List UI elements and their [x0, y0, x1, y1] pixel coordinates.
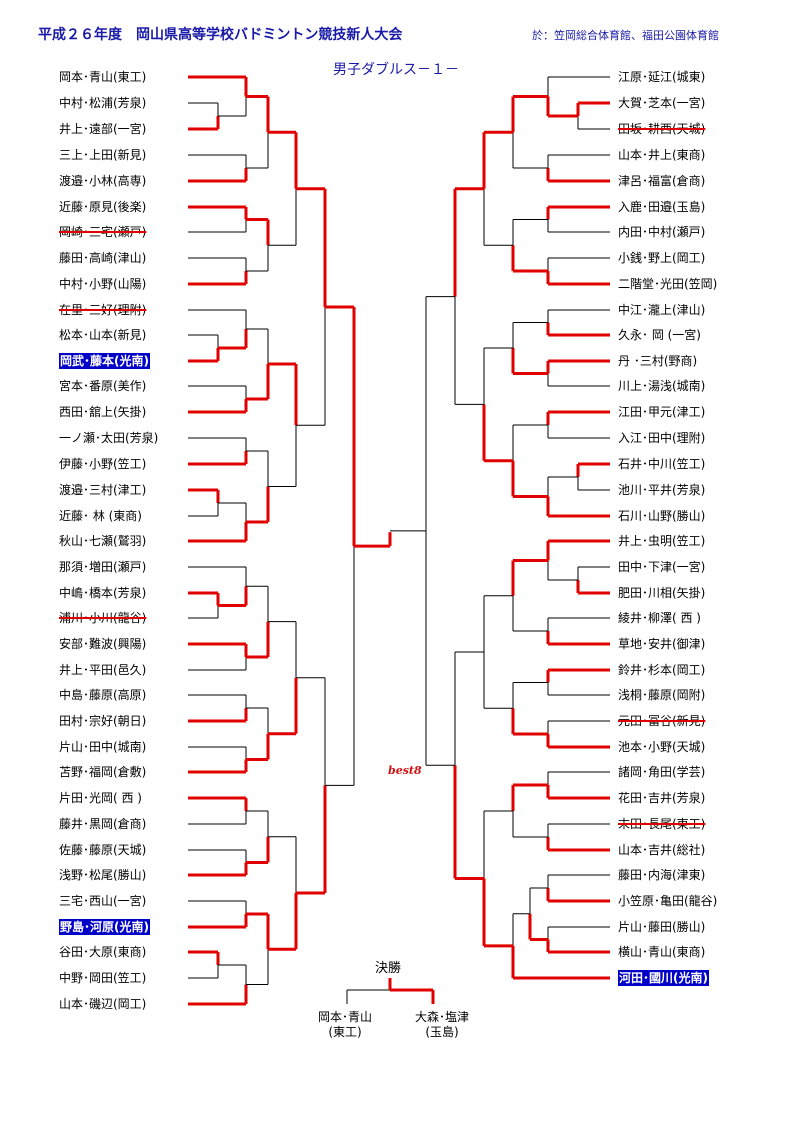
left-entry: 在里･三好(理附)	[59, 303, 147, 317]
right-entry: 元田･冨谷(新見)	[618, 714, 706, 728]
left-entry: 野島･河原(光南)	[59, 919, 150, 935]
left-entry: 岡本･青山(東工)	[59, 70, 147, 84]
right-entry: 藤田･内海(津東)	[618, 868, 706, 882]
right-entry: 小銭･野上(岡工)	[618, 251, 706, 265]
left-entry: 井上･遠部(一宮)	[59, 122, 147, 136]
left-entry: 松本･山本(新見)	[59, 328, 147, 342]
right-entry: 肥田･川相(矢掛)	[618, 586, 706, 600]
right-entry: 諸岡･角田(学芸)	[618, 765, 706, 779]
right-entry: 田中･下津(一宮)	[618, 560, 706, 574]
left-entry: 岡武･藤本(光南)	[59, 353, 150, 369]
venue-label: 於：笠岡総合体育館、福田公園体育館	[532, 29, 719, 42]
right-entry: 江田･甲元(津工)	[618, 405, 706, 419]
right-entry: 二階堂･光田(笠岡)	[618, 277, 718, 291]
left-entry: 中嶋･橋本(芳泉)	[59, 586, 147, 600]
right-entry: 花田･吉井(芳泉)	[618, 791, 706, 805]
left-entry: 藤井･黒岡(倉商)	[59, 817, 147, 831]
final-left-school: (東工)	[328, 1025, 362, 1039]
right-entry: 石井･中川(笠工)	[618, 457, 706, 471]
left-entry: 岡崎･三宅(瀬戸)	[59, 225, 147, 239]
right-entry: 丹 ･三村(野商)	[618, 354, 698, 368]
right-entry: 池川･平井(芳泉)	[618, 483, 706, 497]
left-entry: 山本･磯辺(岡工)	[59, 997, 147, 1011]
right-entry: 池本･小野(天城)	[618, 740, 706, 754]
right-entry: 横山･青山(東商)	[618, 945, 706, 959]
left-entry: 片山･田中(城南)	[59, 740, 147, 754]
left-entry: 安部･難波(興陽)	[59, 637, 147, 651]
right-entry: 末田･長尾(東工)	[618, 817, 706, 831]
right-entry: 大賀･芝本(一宮)	[618, 96, 706, 110]
left-entry: 井上･平田(邑久)	[59, 663, 147, 677]
left-entry: 谷田･大原(東商)	[59, 945, 147, 959]
right-entry: 石川･山野(勝山)	[618, 509, 706, 523]
left-entry: 渡邉･三村(津工)	[59, 483, 147, 497]
right-entry: 中江･瀧上(津山)	[618, 303, 706, 317]
final-title: 決勝	[375, 961, 402, 976]
left-entry: 伊藤･小野(笠工)	[59, 457, 147, 471]
right-entry: 山本･吉井(総社)	[618, 843, 706, 857]
right-entry: 浅桐･藤原(岡附)	[618, 688, 706, 702]
left-entry: 中村･小野(山陽)	[59, 277, 147, 291]
right-entry: 井上･虫明(笠工)	[618, 534, 706, 548]
final-left-names: 岡本･青山	[317, 1010, 372, 1024]
left-entry: 渡邉･小林(高専)	[59, 174, 147, 188]
right-entry: 津呂･福富(倉商)	[618, 174, 706, 188]
final-right-pair: 大森･塩津 (玉島)	[402, 1010, 482, 1040]
left-entry: 近藤･原見(後楽)	[59, 200, 147, 214]
right-entry: 入鹿･田邉(玉島)	[618, 200, 706, 214]
left-entry: 中島･藤原(高原)	[59, 688, 147, 702]
right-entry: 片山･藤田(勝山)	[618, 920, 706, 934]
left-entry: 那須･増田(瀬戸)	[59, 560, 147, 574]
left-entry: 中野･岡田(笠工)	[59, 971, 147, 985]
final-right-names: 大森･塩津	[414, 1010, 469, 1024]
left-entry: 中村･松浦(芳泉)	[59, 96, 147, 110]
left-entry: 宮本･番原(美作)	[59, 379, 147, 393]
left-entry: 三宅･西山(一宮)	[59, 894, 147, 908]
right-entry: 山本･井上(東商)	[618, 148, 706, 162]
left-entry: 近藤･ 林 (東商)	[59, 509, 142, 523]
best8-label: best8	[388, 764, 422, 777]
right-entry: 河田･國川(光南)	[618, 970, 709, 986]
final-right-school: (玉島)	[425, 1025, 459, 1039]
left-entry: 藤田･高崎(津山)	[59, 251, 147, 265]
final-left-pair: 岡本･青山 (東工)	[305, 1010, 385, 1040]
right-entry: 久永･ 岡 (一宮)	[618, 328, 701, 342]
left-entry: 田村･宗好(朝日)	[59, 714, 147, 728]
left-entry: 片田･光岡( 西 )	[59, 791, 142, 805]
right-entry: 綾井･柳澤( 西 )	[618, 611, 701, 625]
left-entry: 三上･上田(新見)	[59, 148, 147, 162]
right-entry: 川上･湯浅(城南)	[618, 379, 706, 393]
right-entry: 入江･田中(理附)	[618, 431, 706, 445]
right-entry: 鈴井･杉本(岡工)	[618, 663, 706, 677]
left-entry: 浦川･小川(龍谷)	[59, 611, 147, 625]
right-entry: 内田･中村(瀬戸)	[618, 225, 706, 239]
left-entry: 一ノ瀬･太田(芳泉)	[59, 431, 159, 445]
left-entry: 西田･舘上(矢掛)	[59, 405, 147, 419]
left-entry: 浅野･松尾(勝山)	[59, 868, 147, 882]
right-entry: 草地･安井(御津)	[618, 637, 706, 651]
right-entry: 江原･延江(城東)	[618, 70, 706, 84]
right-entry: 小笠原･亀田(龍谷)	[618, 894, 718, 908]
page-title: 平成２６年度 岡山県高等学校バドミントン競技新人大会	[38, 27, 403, 43]
left-entry: 苫野･福岡(倉敷)	[59, 765, 147, 779]
left-entry: 秋山･七瀬(鷲羽)	[59, 534, 147, 548]
left-entry: 佐藤･藤原(天城)	[59, 843, 147, 857]
right-entry: 田坂･耕西(天城)	[618, 122, 706, 136]
event-title: 男子ダブルス－１－	[333, 62, 459, 78]
